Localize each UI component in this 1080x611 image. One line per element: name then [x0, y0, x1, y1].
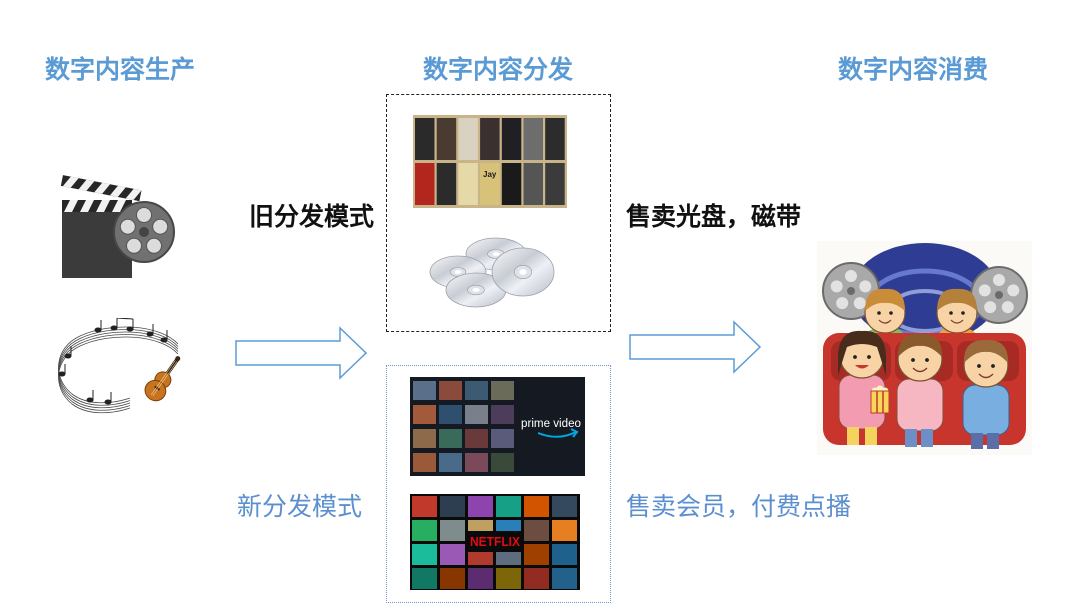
netflix-poster	[524, 496, 549, 517]
cassette-cover	[480, 163, 500, 205]
prime-thumbnail	[465, 405, 488, 424]
netflix-logo-backing	[468, 531, 522, 552]
netflix-poster	[440, 568, 465, 589]
cassette-cover	[523, 118, 543, 160]
cd-disc	[491, 247, 555, 297]
prime-smile-arrow	[537, 428, 579, 438]
prime-thumbnail	[491, 405, 514, 424]
old-distribution-label: 旧分发模式	[249, 204, 375, 231]
clapper-bar	[62, 200, 132, 212]
netflix-poster	[524, 544, 549, 565]
film-reel-left	[822, 262, 880, 320]
clapper-stick	[60, 175, 142, 202]
prime-thumbnail	[413, 381, 436, 400]
cassette-cover	[458, 118, 478, 160]
new-distribution-label: 新分发模式	[237, 494, 363, 521]
cassette-cover	[458, 163, 478, 205]
right-arrow-icon	[235, 326, 368, 380]
new-distribution-revenue: 售卖会员，付费点播	[626, 494, 852, 521]
cd-disc	[445, 272, 507, 308]
prime-thumbnail	[491, 429, 514, 448]
netflix-image: NETFLIX	[410, 494, 580, 590]
front-kid-right	[962, 339, 1010, 449]
music-score-violin-icon	[58, 318, 181, 414]
netflix-poster	[440, 520, 465, 541]
prime-video-image: prime video	[410, 377, 585, 476]
netflix-poster	[496, 496, 521, 517]
prime-thumbnail	[413, 429, 436, 448]
prime-thumbnail	[465, 453, 488, 472]
netflix-poster	[524, 568, 549, 589]
prime-thumbnail	[413, 453, 436, 472]
prime-thumbnail	[465, 429, 488, 448]
cassette-tapes-image: Jay	[413, 115, 567, 208]
netflix-poster-grid	[412, 496, 577, 589]
music-staff-ribbon	[58, 326, 179, 414]
prime-thumbnail-grid	[413, 381, 514, 472]
prime-thumbnail	[413, 405, 436, 424]
right-arrow-icon	[629, 320, 762, 374]
prime-thumbnail	[439, 381, 462, 400]
netflix-poster	[440, 544, 465, 565]
stage-title-consumption: 数字内容消费	[837, 56, 988, 84]
netflix-poster	[468, 496, 493, 517]
netflix-poster	[552, 496, 577, 517]
netflix-poster	[412, 544, 437, 565]
clapperboard-icon	[60, 175, 175, 278]
prime-video-logo-text: prime video	[521, 418, 581, 430]
cassette-grid	[415, 118, 565, 205]
film-reel	[113, 201, 175, 263]
front-kid-middle	[896, 333, 944, 447]
prime-thumbnail	[465, 381, 488, 400]
prime-thumbnail	[439, 405, 462, 424]
music-notes	[58, 318, 168, 405]
cassette-cover	[436, 163, 457, 205]
violin	[144, 356, 181, 402]
cassette-cover	[501, 118, 522, 160]
cassette-cover	[545, 118, 565, 160]
cassette-cover	[415, 118, 435, 160]
netflix-poster	[552, 544, 577, 565]
prime-thumbnail	[439, 429, 462, 448]
netflix-poster	[412, 520, 437, 541]
cassette-cover	[545, 163, 565, 205]
netflix-poster	[552, 520, 577, 541]
netflix-logo-text: NETFLIX	[470, 534, 520, 549]
stage-title-distribution: 数字内容分发	[422, 56, 573, 84]
film-reel-right	[970, 266, 1028, 324]
old-distribution-revenue: 售卖光盘，磁带	[626, 204, 802, 231]
cinema-audience-image	[817, 241, 1032, 455]
cassette-artist-text: Jay	[483, 170, 497, 179]
netflix-poster	[412, 568, 437, 589]
netflix-poster	[496, 568, 521, 589]
new-distribution-box	[386, 365, 611, 603]
netflix-poster	[468, 568, 493, 589]
cassette-cover	[523, 163, 543, 205]
cassette-cover	[501, 163, 522, 205]
prime-thumbnail	[491, 453, 514, 472]
stage-title-production: 数字内容生产	[44, 56, 195, 84]
old-distribution-box	[386, 94, 611, 332]
netflix-poster	[412, 496, 437, 517]
popcorn-bucket	[870, 385, 890, 414]
netflix-poster	[440, 496, 465, 517]
netflix-poster	[552, 568, 577, 589]
cassette-cover	[480, 118, 500, 160]
netflix-poster	[524, 520, 549, 541]
prime-thumbnail	[439, 453, 462, 472]
prime-thumbnail	[491, 381, 514, 400]
cassette-cover	[415, 163, 435, 205]
cassette-cover	[436, 118, 457, 160]
cd-discs-image	[429, 237, 555, 308]
